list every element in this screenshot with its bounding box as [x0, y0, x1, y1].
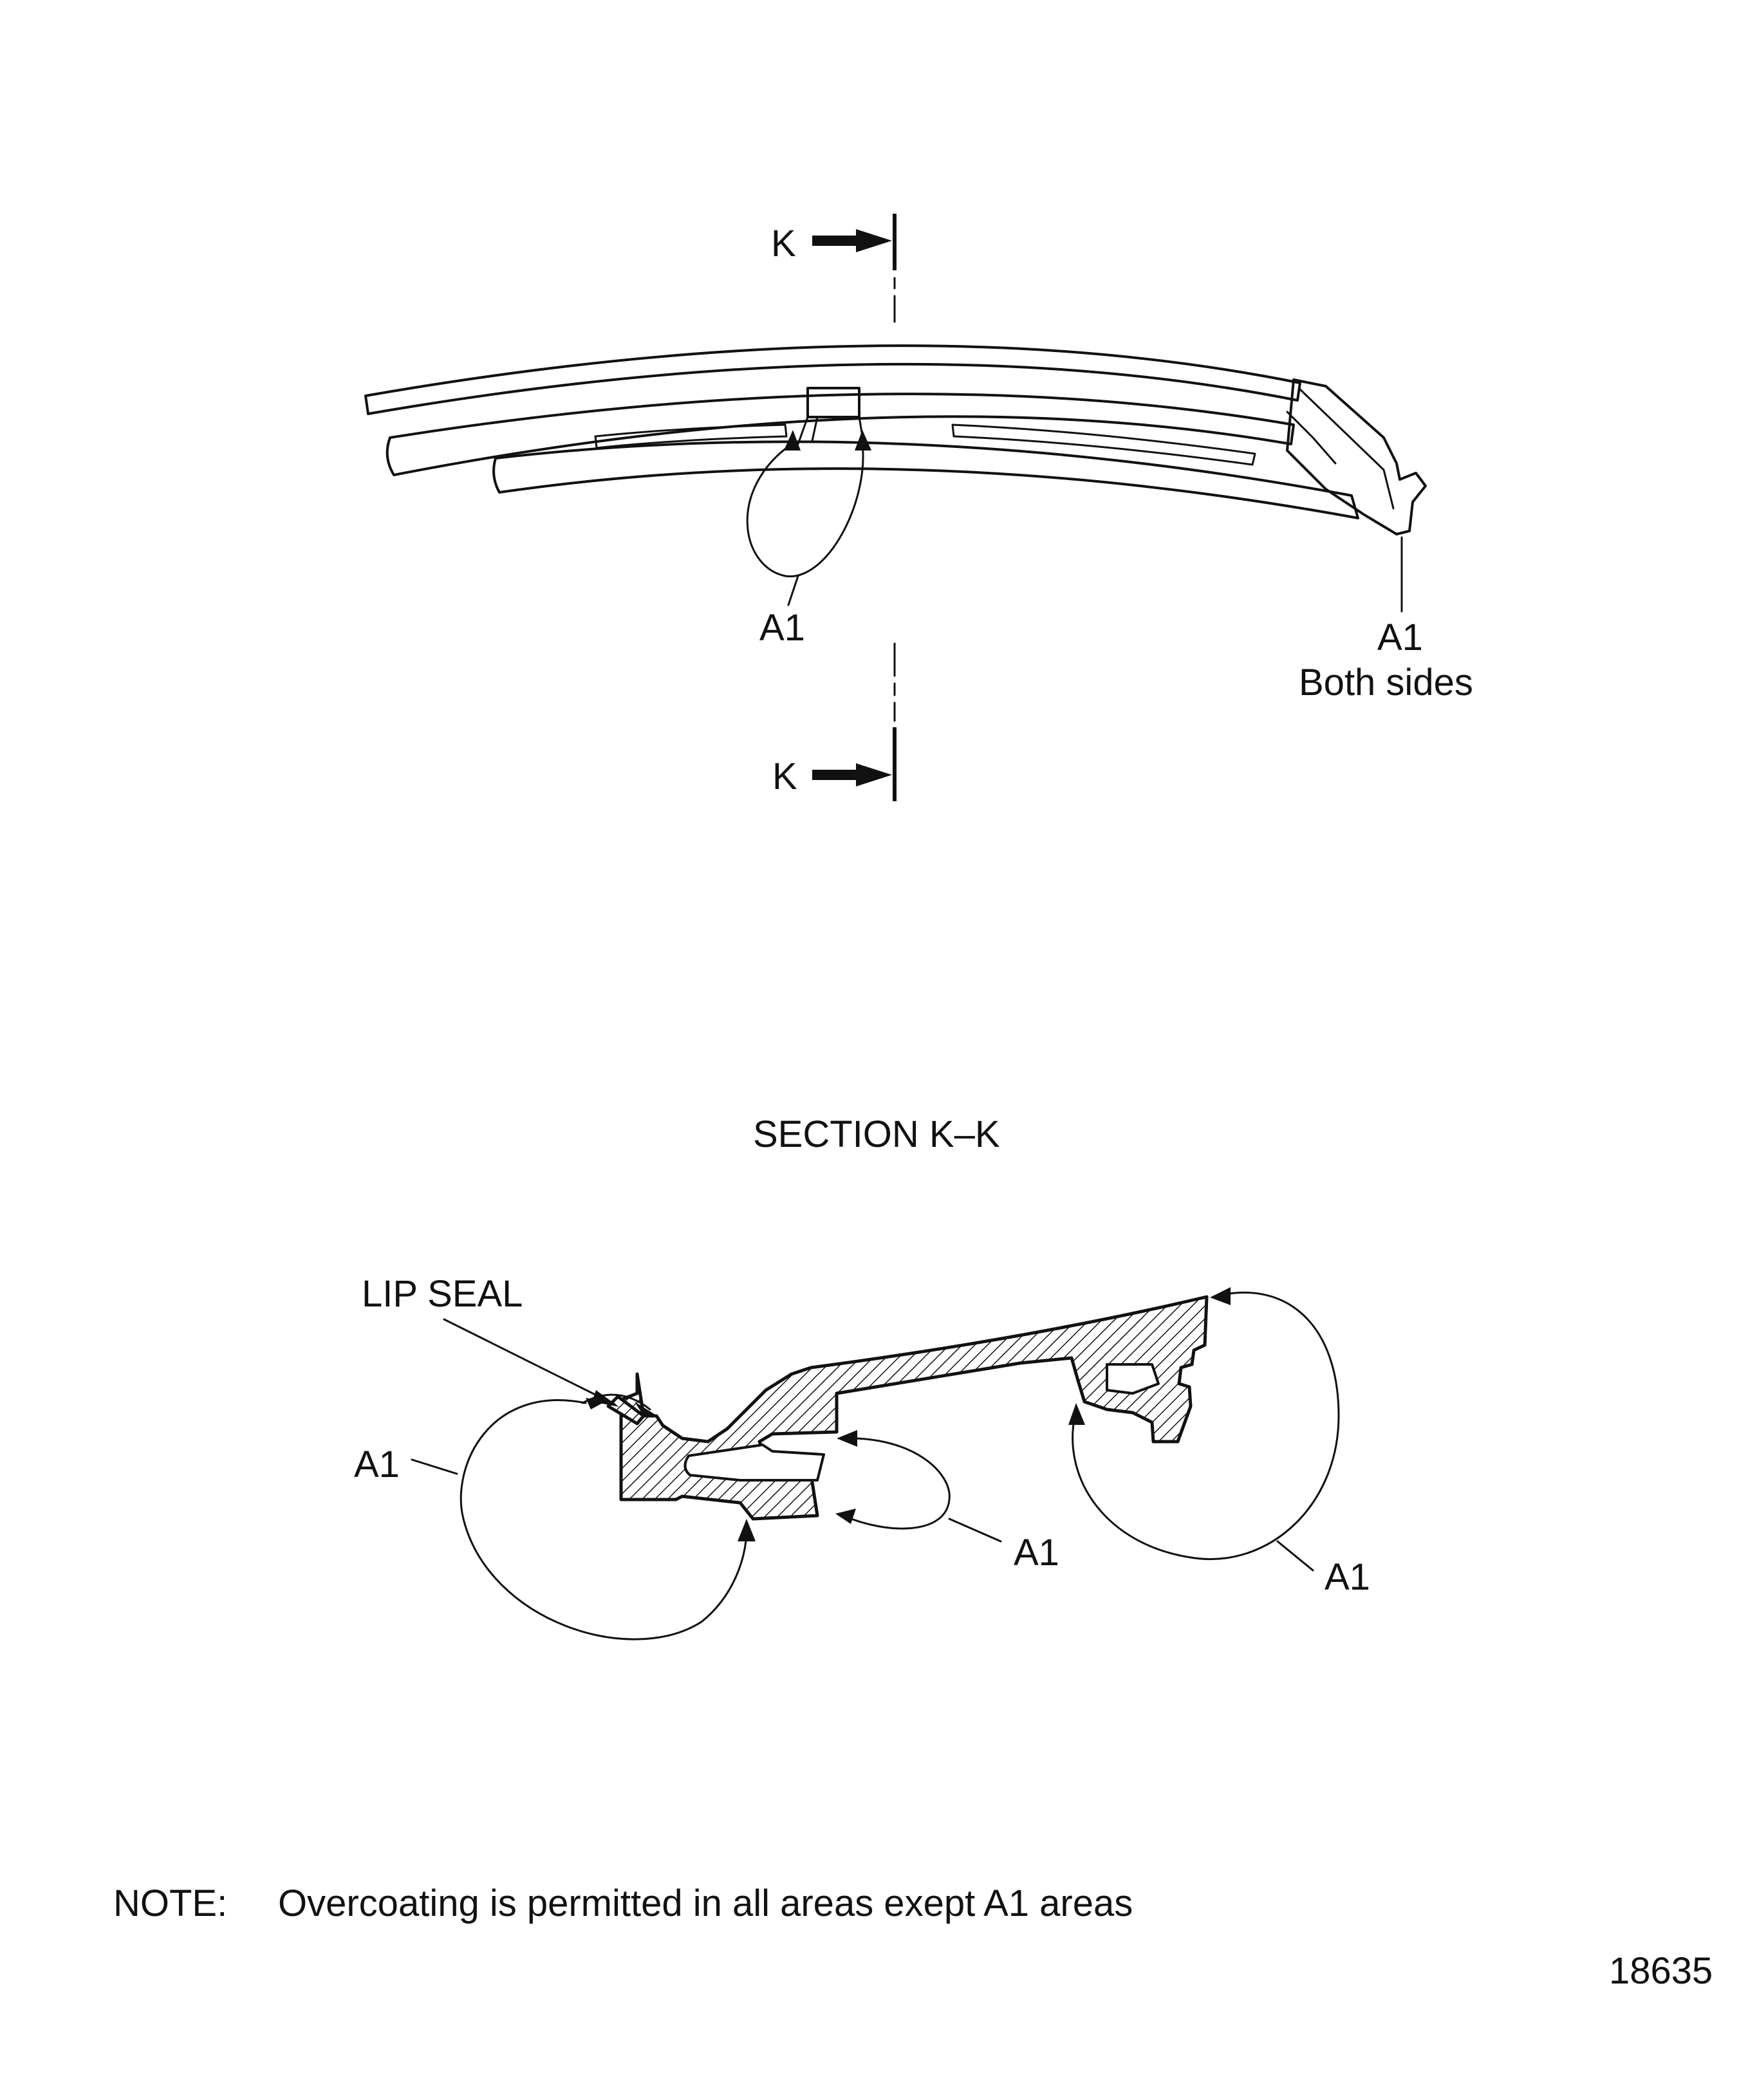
callout-center: A1 [746, 430, 871, 649]
lip-seal-label: LIP SEAL [362, 1273, 523, 1315]
strip-inner-rail [492, 440, 1359, 519]
callout-center-label: A1 [759, 607, 805, 649]
section-title: SECTION K–K [753, 1113, 1000, 1155]
strip-outer-rail [364, 344, 1301, 415]
note-prefix: NOTE: [113, 1882, 227, 1924]
cut-label-top: K [771, 223, 796, 265]
callout-right-note: Both sides [1299, 662, 1473, 703]
strip-groove-right [951, 423, 1256, 466]
strip-end-bracket [1286, 378, 1427, 535]
strip-groove-left [594, 423, 788, 449]
strip-view: K A1 A1 Both sides [364, 214, 1473, 801]
section-cavity [683, 1444, 825, 1482]
note-text: Overcoating is permitted in all areas ex… [278, 1882, 1133, 1924]
callout-right-label: A1 [1377, 617, 1423, 658]
strip-center-clip [806, 387, 860, 418]
callout-section-right: A1 [1068, 1287, 1370, 1598]
section-view: LIP SEAL A1 A1 A1 [354, 1273, 1370, 1640]
callout-right: A1 Both sides [1299, 536, 1473, 703]
callout-section-middle: A1 [835, 1430, 1059, 1574]
section-profile [619, 1295, 1209, 1521]
callout-section-right-label: A1 [1325, 1556, 1370, 1598]
figure-number: 18635 [1609, 1950, 1713, 1992]
section-notch-right [1106, 1363, 1160, 1395]
strip-middle-rail [386, 393, 1295, 476]
cut-line-top: K [771, 214, 897, 323]
callout-section-left: A1 [354, 1393, 756, 1640]
cut-label-bottom: K [772, 756, 797, 797]
callout-section-left-label: A1 [354, 1444, 400, 1485]
cut-line-bottom: K [772, 642, 897, 801]
callout-section-middle-label: A1 [1014, 1532, 1059, 1574]
